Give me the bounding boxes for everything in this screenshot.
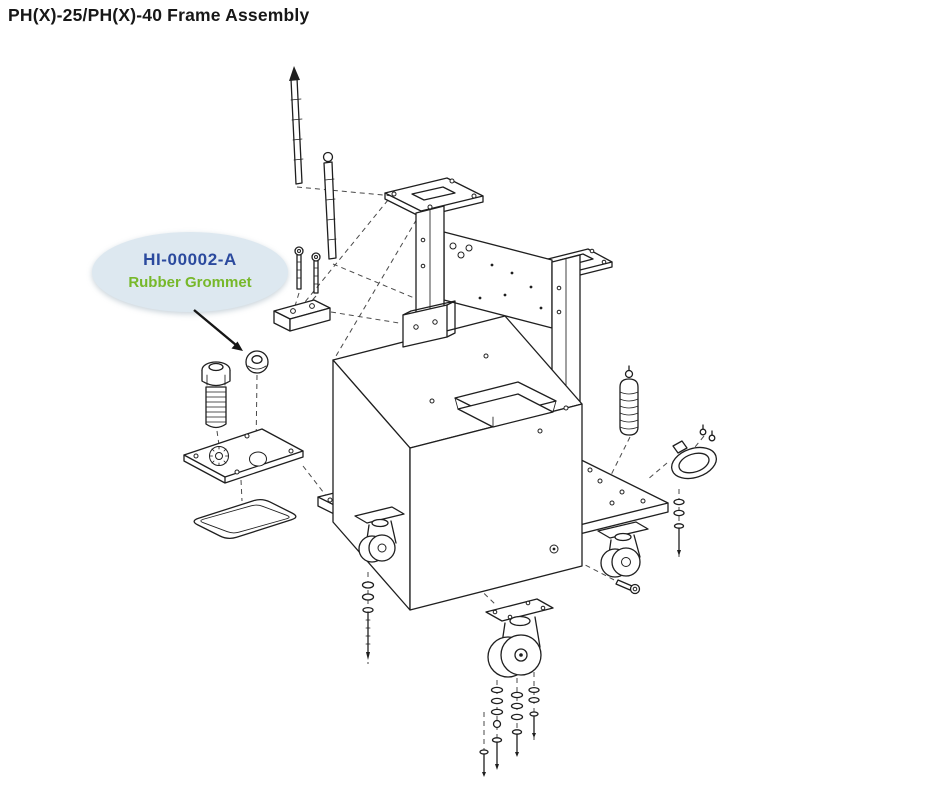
small-bolt-1 (294, 246, 304, 290)
top-mounting-plate-left (384, 177, 484, 218)
cover-plate (183, 428, 304, 484)
page-title: PH(X)-25/PH(X)-40 Frame Assembly (8, 5, 310, 25)
cross-panel (443, 231, 553, 329)
small-bolt-right (615, 579, 641, 595)
threaded-rod-short (322, 151, 337, 260)
grip-cylinder (619, 365, 639, 436)
threaded-rod-long (289, 66, 304, 185)
gasket-seal (193, 498, 297, 540)
fastener-stack-left (361, 572, 375, 664)
spacer-block (273, 299, 331, 332)
callout-arrow-line (193, 309, 237, 346)
rubber-grommet-part (245, 350, 269, 374)
caster-front-exploded (485, 598, 554, 678)
caster-left (354, 506, 405, 563)
caster-right (597, 521, 649, 578)
callout (92, 232, 288, 351)
fastener-stack-right (673, 489, 685, 558)
fastener-stack-bottom (479, 672, 540, 777)
mounting-bracket-block (402, 300, 456, 348)
cabinet-body (332, 315, 583, 611)
band-clamp (671, 424, 717, 480)
small-bolt-2 (311, 252, 321, 294)
callout-arrowhead (231, 341, 243, 351)
callout-bubble (92, 232, 288, 312)
threaded-plug (201, 361, 231, 429)
